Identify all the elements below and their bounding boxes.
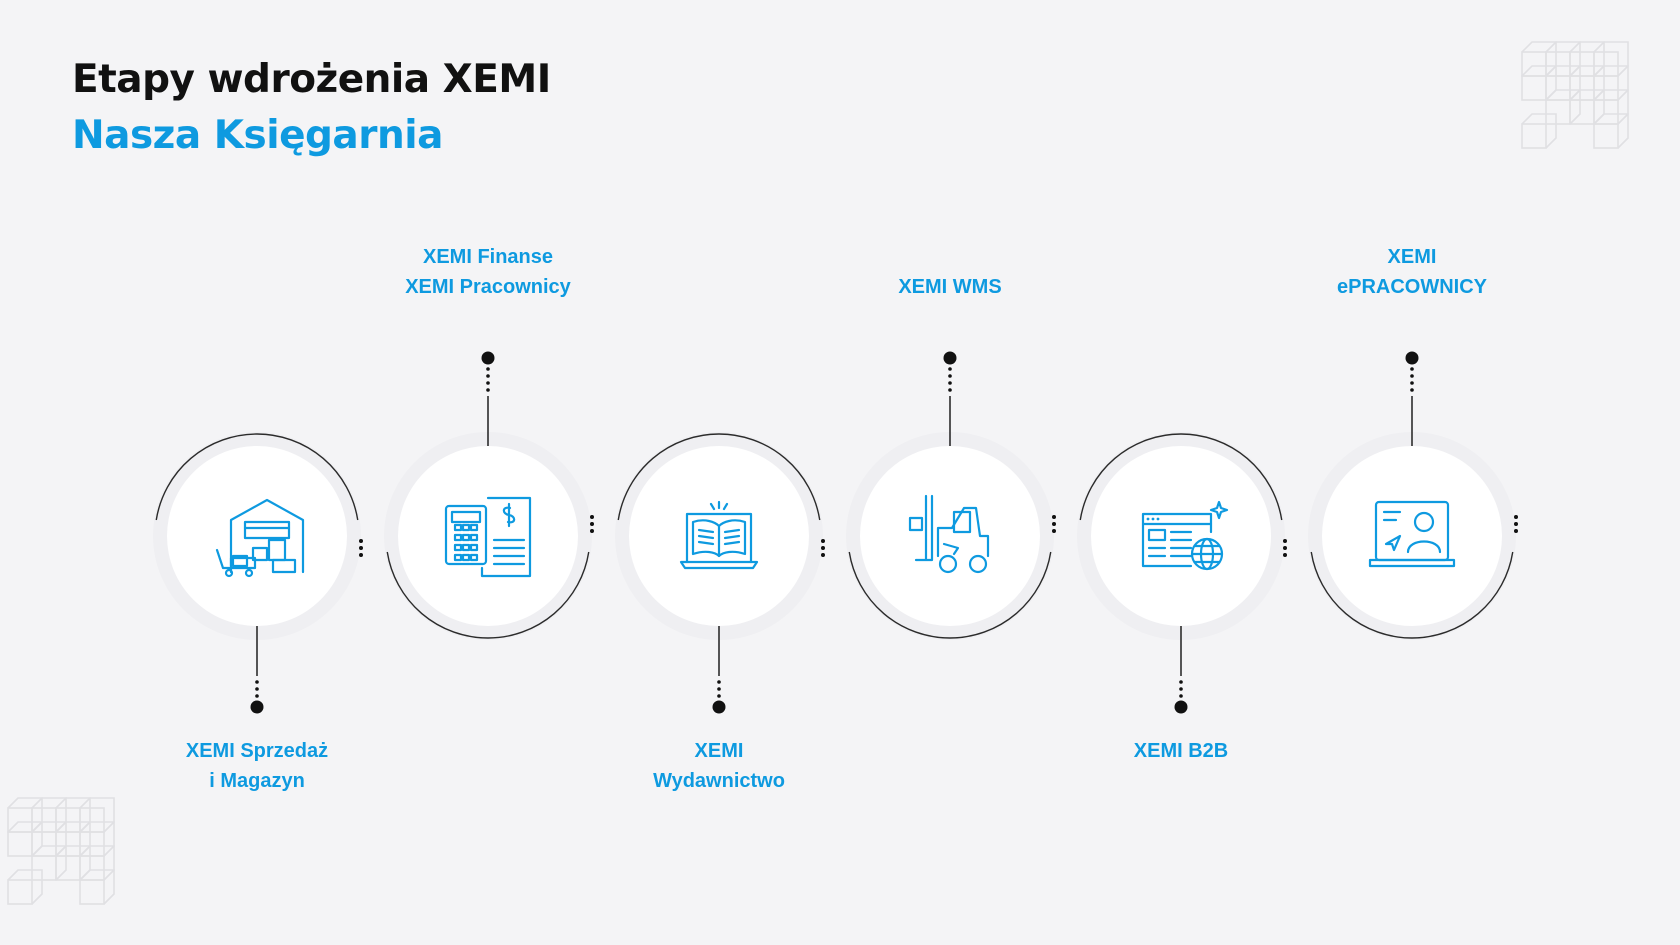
- stage-label-line: XEMI Finanse: [422, 246, 554, 268]
- warehouse-icon: [215, 498, 305, 578]
- stage-finanse: [384, 351, 594, 640]
- stage-label-line: ePRACOWNICY: [1336, 276, 1487, 298]
- open-book-laptop-icon: [679, 500, 759, 570]
- stage-circle: [167, 446, 347, 626]
- stage-label-sprzedaz: XEMI Sprzedaż i Magazyn: [127, 736, 387, 796]
- stage-label-line: XEMI B2B: [1133, 740, 1229, 762]
- connector-endpoint: [943, 351, 957, 365]
- connector-dot: [717, 687, 721, 691]
- stage-label-line: XEMI: [694, 740, 744, 762]
- header: Etapy wdrożenia XEMI Nasza Księgarnia: [72, 52, 551, 164]
- separator-dot: [1283, 546, 1287, 550]
- separator-dot: [359, 546, 363, 550]
- connector-dot: [948, 374, 952, 378]
- connector-endpoint: [712, 700, 726, 714]
- stage-label-line: XEMI Sprzedaż: [185, 740, 329, 762]
- connector-endpoint: [1405, 351, 1419, 365]
- connector-dot: [255, 687, 259, 691]
- connector-dot: [1410, 388, 1414, 392]
- separator-dot: [590, 515, 594, 519]
- separator-dot: [1283, 553, 1287, 557]
- separator-dot: [590, 529, 594, 533]
- stage-circle: [1322, 446, 1502, 626]
- stage-circle: [398, 446, 578, 626]
- connector-dot: [1179, 687, 1183, 691]
- stage-ring: [1079, 433, 1283, 521]
- web-globe-icon: [1141, 500, 1229, 571]
- connector-dot: [486, 374, 490, 378]
- separator-dot: [1052, 529, 1056, 533]
- connector-dot: [486, 381, 490, 385]
- separator-dot: [1052, 522, 1056, 526]
- connector-dot: [1410, 381, 1414, 385]
- stage-circle: [860, 446, 1040, 626]
- cube-decor-bottom-left: [7, 797, 115, 905]
- stage-b2b: [1077, 432, 1287, 714]
- stage-label-line: Wydawnictwo: [653, 770, 785, 792]
- stage-layer: [153, 351, 1518, 714]
- connector-endpoint: [1174, 700, 1188, 714]
- stage-circle: [1091, 446, 1271, 626]
- stage-label-line: XEMI: [1387, 246, 1437, 268]
- stage-label-wms: XEMI WMS: [820, 272, 1080, 302]
- forklift-icon: [908, 494, 990, 574]
- connector-endpoint: [250, 700, 264, 714]
- separator-dot: [1514, 522, 1518, 526]
- stage-wms: [846, 351, 1056, 640]
- stage-wydawnictwo: [615, 432, 825, 714]
- separator-dot: [359, 553, 363, 557]
- stage-sprzedaz: [153, 432, 363, 714]
- connector-dot: [486, 367, 490, 371]
- connector-dot: [948, 367, 952, 371]
- connector-dot: [1410, 374, 1414, 378]
- separator-dot: [590, 522, 594, 526]
- page-title: Etapy wdrożenia XEMI: [72, 57, 551, 102]
- connector-dot: [486, 388, 490, 392]
- separator-dot: [1514, 529, 1518, 533]
- connector-endpoint: [481, 351, 495, 365]
- stage-ring: [848, 551, 1052, 639]
- connector-dot: [255, 680, 259, 684]
- connector-dot: [1179, 694, 1183, 698]
- separator-dot: [1514, 515, 1518, 519]
- connector-dot: [717, 694, 721, 698]
- stage-label-epracownicy: XEMI ePRACOWNICY: [1282, 242, 1542, 302]
- laptop-user-icon: [1368, 500, 1456, 568]
- separator-dot: [821, 539, 825, 543]
- calculator-invoice-icon: [444, 496, 532, 578]
- stage-label-b2b: XEMI B2B: [1051, 736, 1311, 766]
- decor-layer: [7, 41, 1629, 905]
- separator-dot: [1052, 515, 1056, 519]
- separator-dot: [821, 553, 825, 557]
- separator-dot: [359, 539, 363, 543]
- stage-ring: [155, 433, 359, 521]
- stage-epracownicy: [1308, 351, 1518, 640]
- connector-dot: [1410, 367, 1414, 371]
- stage-label-line: i Magazyn: [209, 770, 305, 792]
- stage-ring: [617, 433, 821, 521]
- separator-dot: [1283, 539, 1287, 543]
- connector-dot: [948, 381, 952, 385]
- page-subtitle: Nasza Księgarnia: [72, 113, 443, 158]
- cube-decor-top-right: [1521, 41, 1629, 149]
- stage-label-wydawnictwo: XEMI Wydawnictwo: [589, 736, 849, 796]
- connector-dot: [948, 388, 952, 392]
- connector-dot: [255, 694, 259, 698]
- connector-dot: [1179, 680, 1183, 684]
- stage-ring: [1310, 551, 1514, 639]
- stage-ring: [386, 551, 590, 639]
- stage-label-line: XEMI WMS: [898, 276, 1002, 298]
- stage-label-line: XEMI Pracownicy: [405, 276, 571, 298]
- connector-dot: [717, 680, 721, 684]
- separator-dot: [821, 546, 825, 550]
